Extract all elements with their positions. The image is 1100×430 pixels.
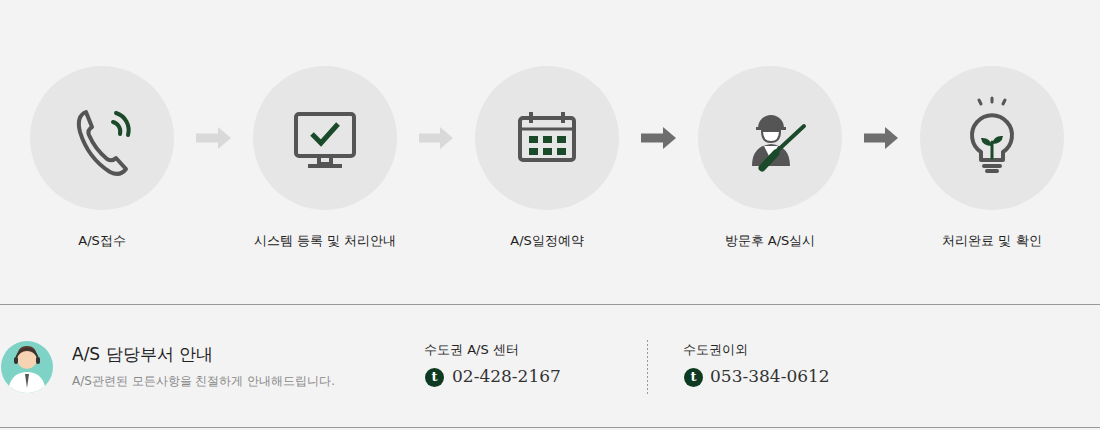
block-arrow [864, 127, 898, 149]
step-label: A/S접수 [78, 232, 126, 250]
step-label: A/S일정예약 [510, 232, 584, 250]
step-circle: 방문후 A/S실시 [698, 66, 842, 210]
step-label: 처리완료 및 확인 [942, 232, 1041, 250]
calendar-icon [520, 112, 574, 160]
phone-badge: t [425, 368, 444, 387]
block-arrow [196, 127, 231, 149]
worker-icon [752, 115, 804, 168]
divider-line [0, 427, 1100, 428]
divider-line [0, 304, 1100, 305]
step-circle: A/S접수 [30, 66, 174, 210]
info-text: 02-428-2167 [452, 366, 561, 386]
info-text: 053-384-0612 [710, 366, 830, 386]
info-text: A/S 담당부서 안내 [72, 343, 213, 366]
info-text: 수도권 A/S 센터 [424, 341, 519, 359]
block-arrow [419, 127, 453, 149]
bulb-icon [972, 98, 1012, 171]
step-circle: 시스템 등록 및 처리안내 [253, 66, 397, 210]
avatar [1, 341, 53, 393]
phone-icon [79, 112, 129, 174]
block-arrow [641, 127, 676, 149]
phone-badge: t [684, 368, 703, 387]
monitor-icon [296, 114, 354, 166]
step-label: 방문후 A/S실시 [725, 232, 816, 250]
step-circle: A/S일정예약 [475, 66, 619, 210]
step-label: 시스템 등록 및 처리안내 [254, 232, 396, 250]
info-text: A/S관련된 모든사항을 친절하게 안내해드립니다. [72, 373, 335, 390]
info-text: 수도권이외 [683, 341, 748, 359]
dotted-divider [647, 340, 648, 394]
step-circle: 처리완료 및 확인 [920, 66, 1064, 210]
